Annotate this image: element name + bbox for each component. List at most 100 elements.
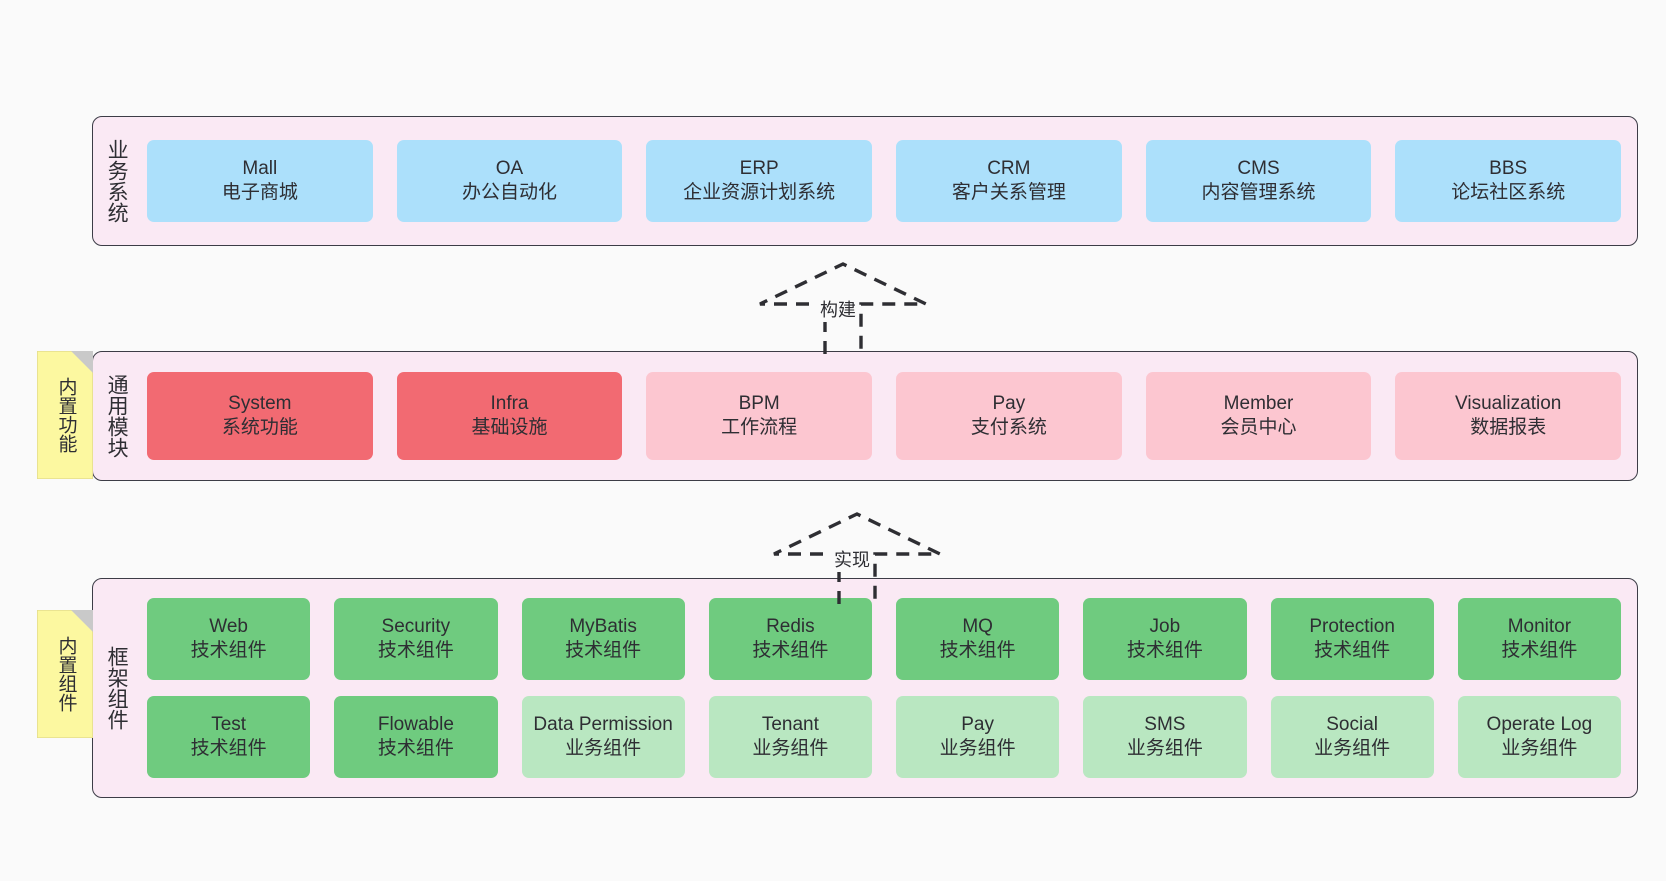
card-tenant[interactable]: Tenant 业务组件	[708, 696, 872, 778]
common-card-row: System 系统功能 Infra 基础设施 BPM 工作流程 Pay 支付系统…	[147, 372, 1622, 460]
card-sms-desc: 业务组件	[1126, 738, 1203, 759]
card-mybatis[interactable]: MyBatis 技术组件	[521, 598, 685, 680]
layer-title-framework: 框架组件	[105, 646, 129, 730]
card-redis[interactable]: Redis 技术组件	[708, 598, 872, 680]
card-tenant-name: Tenant	[761, 713, 819, 735]
card-operate-log[interactable]: Operate Log 业务组件	[1457, 696, 1621, 778]
card-job-desc: 技术组件	[1126, 640, 1203, 661]
card-mybatis-desc: 技术组件	[565, 640, 642, 661]
layer-body-business: Mall 电子商城 OA 办公自动化 ERP 企业资源计划系统 CRM 客户关系…	[139, 117, 1637, 245]
card-bbs-desc: 论坛社区系统	[1451, 182, 1566, 203]
card-data-permission[interactable]: Data Permission 业务组件	[521, 696, 685, 778]
card-pay-component[interactable]: Pay 业务组件	[896, 696, 1060, 778]
card-erp-desc: 企业资源计划系统	[683, 182, 836, 203]
layer-body-common: System 系统功能 Infra 基础设施 BPM 工作流程 Pay 支付系统…	[139, 352, 1637, 480]
card-oa-desc: 办公自动化	[462, 182, 558, 203]
card-security-name: Security	[381, 615, 451, 637]
business-card-row: Mall 电子商城 OA 办公自动化 ERP 企业资源计划系统 CRM 客户关系…	[147, 140, 1622, 222]
arrow-build[interactable]: 构建	[758, 262, 928, 354]
sticky-note-builtin-features[interactable]: 内置功能	[37, 351, 93, 479]
card-oa-name: OA	[495, 157, 524, 179]
card-bpm-name: BPM	[738, 392, 780, 414]
card-protection-desc: 技术组件	[1314, 640, 1391, 661]
card-flowable-desc: 技术组件	[377, 738, 454, 759]
card-bpm[interactable]: BPM 工作流程	[646, 372, 873, 460]
card-cms[interactable]: CMS 内容管理系统	[1145, 140, 1372, 222]
card-erp-name: ERP	[739, 157, 779, 179]
card-protection[interactable]: Protection 技术组件	[1270, 598, 1434, 680]
sticky-note-builtin-components[interactable]: 内置组件	[37, 610, 93, 738]
card-system[interactable]: System 系统功能	[147, 372, 373, 460]
card-mq[interactable]: MQ 技术组件	[896, 598, 1060, 680]
card-job-name: Job	[1149, 615, 1181, 637]
framework-card-row-2: Test 技术组件 Flowable 技术组件 Data Permission …	[147, 696, 1621, 778]
card-operate-log-desc: 业务组件	[1501, 738, 1578, 759]
card-social-desc: 业务组件	[1314, 738, 1391, 759]
card-security-desc: 技术组件	[377, 640, 454, 661]
card-social[interactable]: Social 业务组件	[1270, 696, 1434, 778]
card-mybatis-name: MyBatis	[569, 615, 637, 637]
card-redis-name: Redis	[766, 615, 815, 637]
card-crm[interactable]: CRM 客户关系管理	[896, 140, 1122, 222]
card-oa[interactable]: OA 办公自动化	[396, 140, 623, 222]
sticky-note-builtin-features-label: 内置功能	[55, 377, 77, 453]
card-bbs-name: BBS	[1489, 157, 1528, 179]
card-mall-name: Mall	[242, 157, 278, 179]
card-mall[interactable]: Mall 电子商城	[147, 140, 373, 222]
card-social-name: Social	[1326, 713, 1378, 735]
layer-business-system[interactable]: 业务系统 Mall 电子商城 OA 办公自动化 ERP 企业资源计划系统 CRM	[92, 116, 1638, 246]
card-operate-log-name: Operate Log	[1486, 713, 1593, 735]
layer-body-framework: Web 技术组件 Security 技术组件 MyBatis 技术组件 Redi…	[139, 579, 1637, 797]
card-infra-desc: 基础设施	[471, 417, 548, 438]
card-infra-name: Infra	[490, 392, 529, 414]
card-mall-desc: 电子商城	[221, 182, 298, 203]
card-web-name: Web	[209, 615, 248, 637]
card-data-permission-name: Data Permission	[533, 713, 673, 735]
card-bpm-desc: 工作流程	[721, 417, 798, 438]
card-cms-name: CMS	[1237, 157, 1280, 179]
card-pay-component-name: Pay	[961, 713, 994, 735]
card-system-desc: 系统功能	[221, 417, 298, 438]
card-monitor-name: Monitor	[1507, 615, 1572, 637]
layer-framework-components[interactable]: 框架组件 Web 技术组件 Security 技术组件 MyBatis 技术组件…	[92, 578, 1638, 798]
arrow-implement-label: 实现	[832, 546, 872, 572]
card-security[interactable]: Security 技术组件	[334, 598, 498, 680]
card-web[interactable]: Web 技术组件	[147, 598, 311, 680]
card-cms-desc: 内容管理系统	[1201, 182, 1316, 203]
card-protection-name: Protection	[1309, 615, 1395, 637]
card-member[interactable]: Member 会员中心	[1145, 372, 1372, 460]
framework-card-row-1: Web 技术组件 Security 技术组件 MyBatis 技术组件 Redi…	[147, 598, 1621, 680]
sticky-note-builtin-components-label: 内置组件	[55, 636, 77, 712]
card-pay-module-desc: 支付系统	[970, 417, 1047, 438]
card-job[interactable]: Job 技术组件	[1083, 598, 1247, 680]
card-infra[interactable]: Infra 基础设施	[396, 372, 623, 460]
arrow-implement[interactable]: 实现	[772, 512, 942, 604]
card-sms[interactable]: SMS 业务组件	[1083, 696, 1247, 778]
card-bbs[interactable]: BBS 论坛社区系统	[1395, 140, 1622, 222]
card-redis-desc: 技术组件	[752, 640, 829, 661]
card-mq-name: MQ	[962, 615, 993, 637]
card-test-name: Test	[211, 713, 247, 735]
card-crm-name: CRM	[987, 157, 1031, 179]
card-erp[interactable]: ERP 企业资源计划系统	[646, 140, 873, 222]
card-pay-component-desc: 业务组件	[939, 738, 1016, 759]
card-flowable-name: Flowable	[377, 713, 454, 735]
arrow-build-label: 构建	[818, 296, 858, 322]
card-monitor[interactable]: Monitor 技术组件	[1457, 598, 1621, 680]
card-pay-module[interactable]: Pay 支付系统	[896, 372, 1122, 460]
card-member-name: Member	[1223, 392, 1294, 414]
card-flowable[interactable]: Flowable 技术组件	[334, 696, 498, 778]
card-monitor-desc: 技术组件	[1501, 640, 1578, 661]
card-visualization-desc: 数据报表	[1470, 417, 1547, 438]
card-system-name: System	[228, 392, 292, 414]
card-test-desc: 技术组件	[190, 738, 267, 759]
layer-common-modules[interactable]: 通用模块 System 系统功能 Infra 基础设施 BPM 工作流程 Pay	[92, 351, 1638, 481]
card-data-permission-desc: 业务组件	[565, 738, 642, 759]
layer-title-common: 通用模块	[105, 374, 129, 458]
layer-title-business: 业务系统	[105, 139, 129, 223]
card-crm-desc: 客户关系管理	[951, 182, 1066, 203]
card-tenant-desc: 业务组件	[752, 738, 829, 759]
card-visualization[interactable]: Visualization 数据报表	[1395, 372, 1622, 460]
card-test[interactable]: Test 技术组件	[147, 696, 311, 778]
